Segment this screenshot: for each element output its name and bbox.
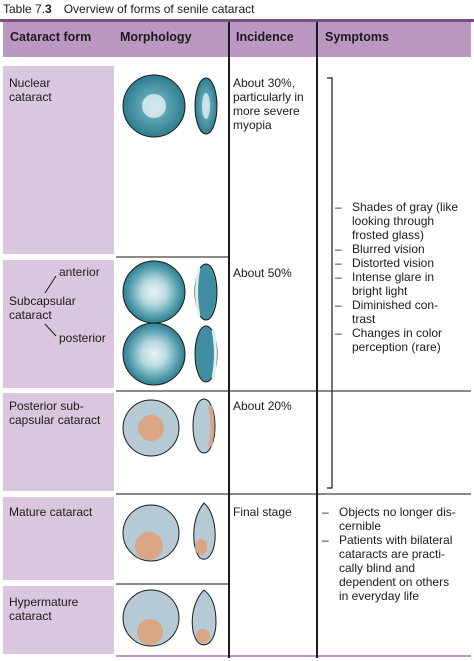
symptoms-late-list: Objects no longer dis- cernible Patients… xyxy=(320,505,471,603)
incidence-nuclear: About 30%, particularly in more severe m… xyxy=(233,76,304,132)
form-cell-nuclear xyxy=(3,66,114,254)
table-caption: Table 7.3 Overview of forms of senile cat… xyxy=(3,2,254,16)
form-cell-hypermature xyxy=(3,586,114,654)
form-cell-subcapsular xyxy=(3,260,114,388)
form-subcapsular-label: Subcapsular cataract xyxy=(9,294,76,322)
anterior-label: anterior xyxy=(59,265,100,279)
symptoms-early-list: Shades of gray (like looking through fro… xyxy=(333,200,471,354)
symptom-item: Distorted vision xyxy=(333,256,471,270)
incidence-subcapsular: About 50% xyxy=(233,266,292,280)
hypermature-lens-icon xyxy=(122,589,217,647)
column-divider xyxy=(316,22,318,658)
symptom-item: Shades of gray (like looking through fro… xyxy=(333,200,471,242)
symptom-item: Diminished con- trast xyxy=(333,298,471,326)
symptom-item: Changes in color perception (rare) xyxy=(333,326,471,354)
row-divider xyxy=(116,493,471,495)
symptom-item: Blurred vision xyxy=(333,242,471,256)
form-cell-mature xyxy=(3,497,114,580)
table-bottom-rule xyxy=(116,655,471,657)
form-posterior-subcapsular-label: Posterior sub- capsular cataract xyxy=(9,399,101,427)
row-divider xyxy=(116,583,228,585)
header-form-morphology: Cataract form Morphology xyxy=(3,22,228,57)
mature-lens-icon xyxy=(122,502,216,562)
header-incidence-cell: Incidence xyxy=(229,22,317,57)
form-hypermature-label: Hypermature cataract xyxy=(9,595,79,623)
symptom-item: Patients with bilateral cataracts are pr… xyxy=(320,533,471,603)
header-morphology: Morphology xyxy=(120,30,192,44)
symptom-item: Intense glare in bright light xyxy=(333,270,471,298)
header-cataract-form: Cataract form xyxy=(10,30,92,44)
row-divider xyxy=(116,390,471,392)
table-top-rule xyxy=(0,19,474,22)
table-number-prefix: Table 7. xyxy=(3,2,46,16)
anterior-subcapsular-lens-icon xyxy=(122,260,218,324)
row-divider xyxy=(116,256,228,258)
header-symptoms: Symptoms xyxy=(325,30,389,44)
form-nuclear-label: Nuclear cataract xyxy=(9,76,52,104)
posterior-label: posterior xyxy=(59,331,106,345)
symptom-item: Objects no longer dis- cernible xyxy=(320,505,471,533)
form-mature-label: Mature cataract xyxy=(9,505,93,519)
posterior-subcapsular-gray-lens-icon xyxy=(122,398,216,457)
header-symptoms-cell: Symptoms xyxy=(318,22,471,57)
incidence-posterior-subcapsular: About 20% xyxy=(233,399,292,413)
nuclear-lens-icon xyxy=(122,74,218,138)
table-title: Overview of forms of senile cataract xyxy=(63,2,255,16)
column-divider xyxy=(228,22,230,658)
form-cell-posterior-subcapsular xyxy=(3,393,114,491)
posterior-subcapsular-lens-icon xyxy=(122,322,218,386)
table-number-bold: 3 xyxy=(45,2,52,16)
incidence-mature: Final stage xyxy=(233,505,292,519)
header-incidence: Incidence xyxy=(236,30,294,44)
